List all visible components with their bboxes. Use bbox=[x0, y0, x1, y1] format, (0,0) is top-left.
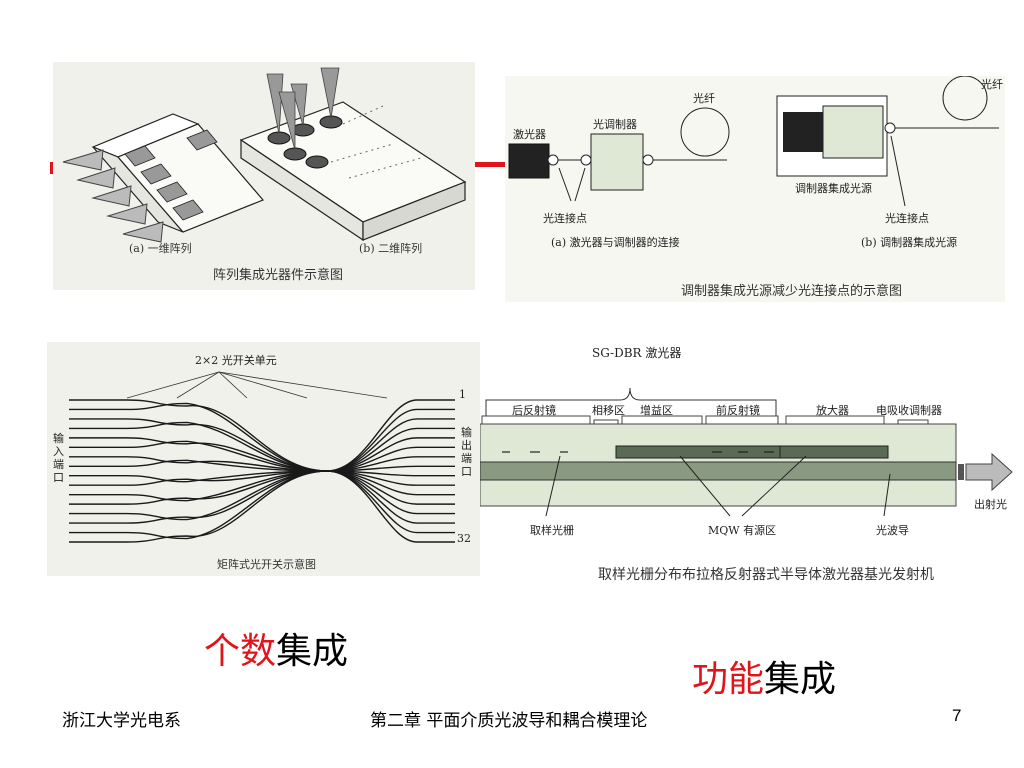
matrix-switch-figure: 2×2 光开关单元 输入端口 输出端口 1 32 矩阵式光开关示意图 bbox=[47, 342, 480, 576]
switch-waveguide bbox=[69, 459, 455, 477]
matrix-switch-drawing bbox=[69, 371, 455, 543]
port-first-label: 1 bbox=[459, 388, 466, 401]
switch-waveguide bbox=[69, 440, 455, 496]
junction-label-b: 光连接点 bbox=[885, 212, 929, 225]
switch-waveguide bbox=[69, 418, 455, 524]
matrix-switch-caption: 矩阵式光开关示意图 bbox=[217, 558, 316, 571]
gain-label: 增益区 bbox=[640, 404, 673, 417]
front-mirror-label: 前反射镜 bbox=[716, 404, 760, 417]
array-1d-label: (a) 一维阵列 bbox=[129, 242, 192, 255]
switch-waveguide bbox=[69, 427, 455, 521]
red-tick bbox=[50, 162, 53, 174]
sgdbr-caption: 取样光栅分布布拉格反射器式半导体激光器基光发射机 bbox=[598, 567, 934, 583]
switch-waveguide bbox=[69, 456, 455, 486]
switch-waveguide bbox=[69, 437, 455, 505]
sgdbr-figure: SG-DBR 激光器 后反射镜 相移区 增益区 前反射镜 放大器 电吸收调制器 … bbox=[480, 340, 1016, 590]
function-heading-red: 功能 bbox=[692, 659, 765, 700]
modulator-figure-caption: 调制器集成光源减少光连接点的示意图 bbox=[681, 284, 903, 299]
waveguide-label: 光波导 bbox=[876, 524, 909, 537]
page-number: 7 bbox=[952, 706, 962, 725]
switch-waveguide bbox=[69, 399, 455, 543]
amplifier-label: 放大器 bbox=[816, 404, 849, 417]
switch-waveguide bbox=[69, 402, 455, 534]
sgdbr-title: SG-DBR 激光器 bbox=[592, 346, 682, 360]
mqw-label: MQW 有源区 bbox=[708, 524, 777, 537]
array-device-drawing bbox=[62, 67, 467, 243]
count-heading-black: 集成 bbox=[276, 631, 349, 672]
rear-mirror-label: 后反射镜 bbox=[512, 404, 556, 417]
switch-waveguide bbox=[69, 418, 455, 524]
array-device-figure: (a) 一维阵列 (b) 二维阵列 阵列集成光器件示意图 bbox=[53, 62, 475, 290]
array-2d-label: (b) 二维阵列 bbox=[359, 242, 423, 255]
input-port-label: 输入端口 bbox=[53, 432, 64, 484]
switch-waveguide bbox=[69, 465, 455, 483]
grating-label: 取样光栅 bbox=[530, 524, 574, 537]
count-heading-red: 个数 bbox=[204, 631, 277, 672]
switch-waveguide bbox=[69, 437, 455, 505]
switch-waveguide bbox=[69, 408, 455, 540]
switch-unit-label: 2×2 光开关单元 bbox=[195, 354, 277, 367]
modulator-drawing bbox=[508, 76, 999, 207]
function-integration-heading: 功能集成 bbox=[692, 650, 836, 702]
junction-label-a: 光连接点 bbox=[543, 212, 587, 225]
footer-center: 第二章 平面介质光波导和耦合模理论 bbox=[370, 711, 648, 731]
modulator-label: 光调制器 bbox=[593, 118, 637, 131]
switch-waveguide bbox=[69, 456, 455, 486]
red-connector bbox=[475, 162, 505, 167]
output-light-label: 出射光 bbox=[974, 498, 1007, 511]
sub-caption-a: (a) 激光器与调制器的连接 bbox=[551, 236, 680, 249]
sgdbr-drawing bbox=[480, 387, 1013, 517]
switch-waveguide bbox=[69, 446, 455, 502]
count-integration-heading: 个数集成 bbox=[204, 622, 348, 674]
eam-label: 电吸收调制器 bbox=[876, 404, 942, 417]
phase-label: 相移区 bbox=[592, 404, 625, 417]
fiber-label-b: 光纤 bbox=[981, 78, 1003, 91]
output-port-label: 输出端口 bbox=[461, 426, 472, 478]
modulator-figure: 激光器 光调制器 光纤 光连接点 (a) 激光器与调制器的连接 调制器集成光源 … bbox=[505, 76, 1005, 302]
footer-left: 浙江大学光电系 bbox=[62, 711, 181, 731]
integrated-source-label: 调制器集成光源 bbox=[795, 182, 872, 195]
port-last-label: 32 bbox=[457, 532, 471, 545]
laser-label: 激光器 bbox=[513, 128, 546, 141]
fiber-label-a: 光纤 bbox=[693, 92, 715, 105]
sub-caption-b: (b) 调制器集成光源 bbox=[861, 236, 958, 249]
switch-waveguide bbox=[69, 399, 455, 543]
array-figure-caption: 阵列集成光器件示意图 bbox=[213, 268, 344, 283]
function-heading-black: 集成 bbox=[764, 659, 837, 700]
switch-waveguide bbox=[69, 421, 455, 515]
